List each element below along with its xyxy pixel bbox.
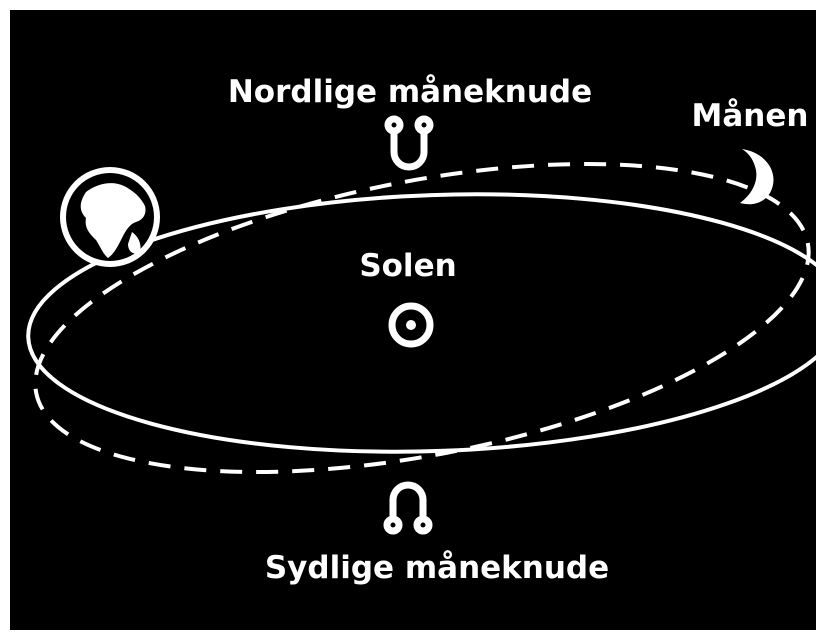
- south-node-label: Sydlige måneknude: [265, 550, 609, 586]
- earth-globe-icon: [60, 167, 160, 267]
- north-node-label: Nordlige måneknude: [228, 74, 592, 110]
- north-node-icon: [388, 119, 430, 167]
- south-node-icon: [387, 485, 429, 531]
- moon-label: Månen: [692, 98, 809, 134]
- sun-symbol-icon: [392, 306, 430, 344]
- sun-label: Solen: [359, 248, 456, 284]
- moon-orbit: [10, 109, 829, 528]
